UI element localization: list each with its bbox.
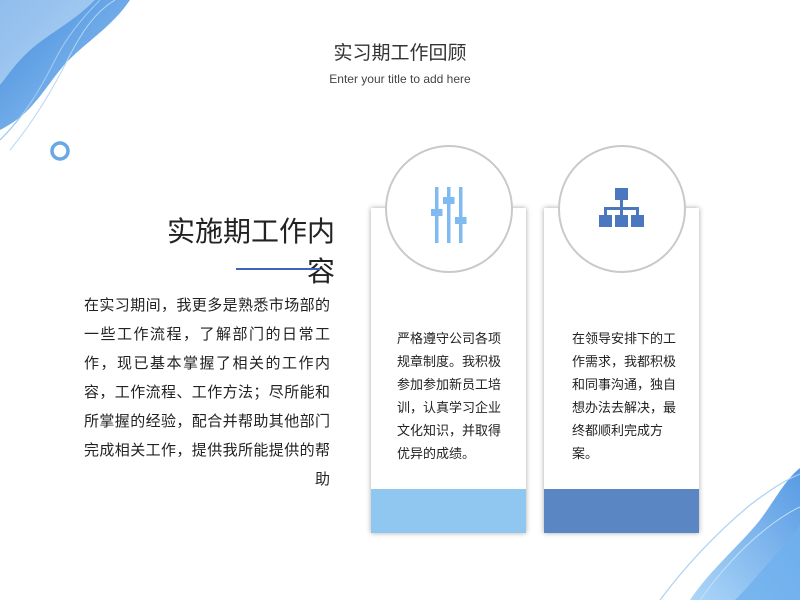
card-icon-circle xyxy=(558,145,686,273)
card-footer-bar xyxy=(371,489,526,533)
card-icon-circle xyxy=(385,145,513,273)
page-subtitle: Enter your title to add here xyxy=(329,72,471,86)
card-footer-bar xyxy=(544,489,699,533)
page-title: 实习期工作回顾 xyxy=(333,42,467,64)
org-chart-icon xyxy=(599,188,644,227)
section-heading: 实施期工作内容 xyxy=(166,215,335,288)
card-text: 在领导安排下的工作需求，我都积极和同事沟通，独自想办法去解决，最终都顺利完成方案… xyxy=(572,332,677,462)
section-body-text: 在实习期间，我更多是熟悉市场部的一些工作流程，了解部门的日常工作，现已基本掌握了… xyxy=(84,296,330,488)
ring-decoration xyxy=(50,141,70,161)
heading-underline xyxy=(236,268,320,270)
card-text: 严格遵守公司各项规章制度。我积极参加参加新员工培训，认真学习企业文化知识，并取得… xyxy=(397,332,502,462)
sliders-icon xyxy=(431,187,467,243)
